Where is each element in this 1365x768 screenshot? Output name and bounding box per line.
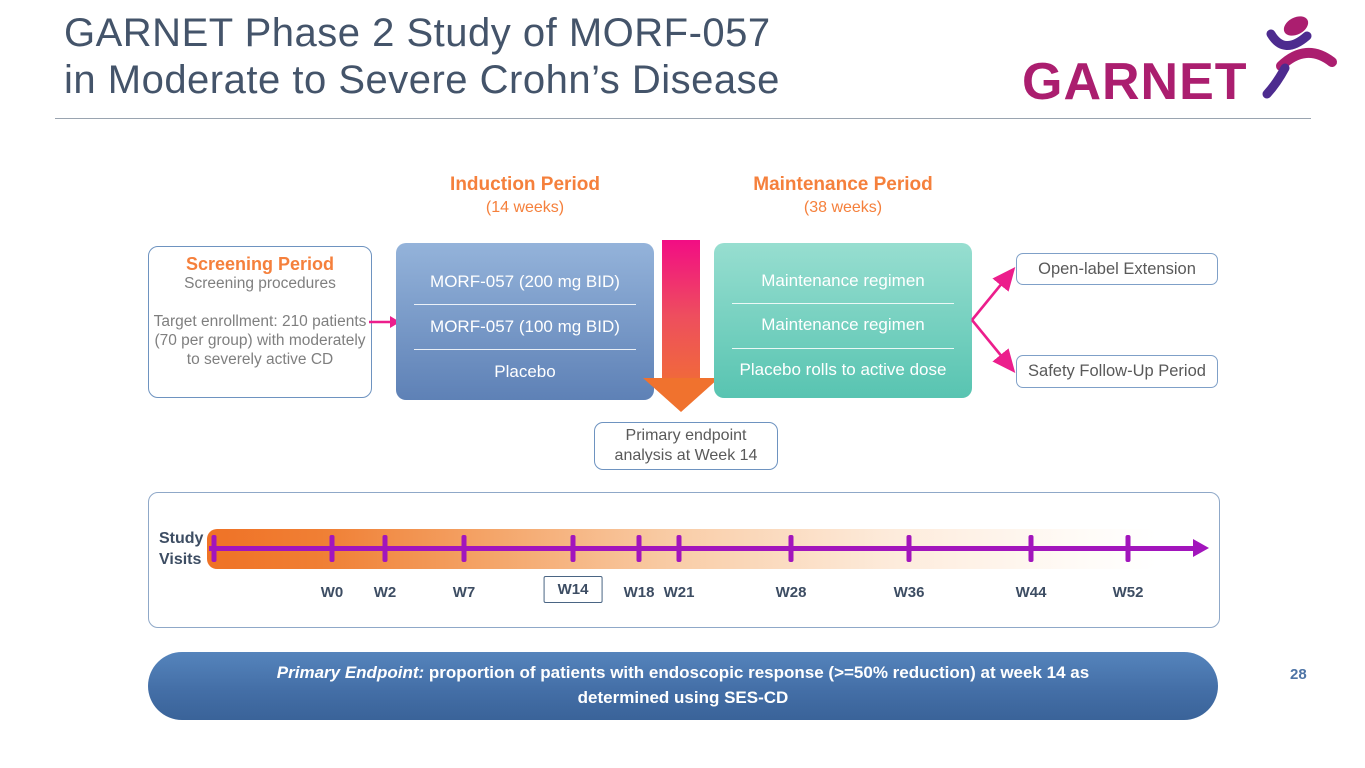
maintenance-arm-label: Maintenance regimen	[761, 271, 925, 291]
timeline-week-label: W14	[543, 576, 603, 603]
study-visits-timeline: Study Visits W0 W2 W7 W14 W18 W21 W28 W36 W44 W52	[148, 492, 1220, 628]
week14-down-arrow-icon	[662, 240, 700, 378]
study-visits-label: Study Visits	[159, 529, 209, 571]
timeline-week-label: W52	[1112, 584, 1144, 601]
timeline-week-label: W36	[893, 584, 925, 601]
timeline-week-label: W0	[320, 584, 344, 601]
maintenance-period-duration: (38 weeks)	[803, 199, 883, 216]
primary-endpoint-rest: proportion of patients with endoscopic r…	[424, 663, 1090, 683]
maintenance-arm-label: Maintenance regimen	[714, 303, 972, 347]
timeline-week-label: W18	[623, 584, 655, 601]
induction-period-header: Induction Period (14 weeks)	[396, 174, 654, 217]
timeline-tick	[461, 535, 467, 562]
induction-arm-label: Placebo	[396, 349, 654, 394]
timeline-plot: W0 W2 W7 W14 W18 W21 W28 W36 W44 W52	[149, 493, 1219, 627]
maintenance-branch-arrows-icon	[970, 266, 1016, 374]
maintenance-period-header: Maintenance Period (38 weeks)	[714, 174, 972, 217]
timeline-tick	[570, 535, 576, 562]
screening-period-box: Screening Period Screening procedures Ta…	[148, 246, 372, 398]
timeline-tick	[676, 535, 682, 562]
timeline-tick	[382, 535, 388, 562]
timeline-tick	[211, 535, 217, 562]
timeline-week-label: W7	[452, 584, 476, 601]
timeline-week-label: W21	[663, 584, 695, 601]
induction-arm-label: MORF-057 (200 mg BID)	[430, 271, 620, 291]
screening-period-title: Screening Period	[185, 254, 335, 274]
induction-period-title: Induction Period	[450, 174, 600, 195]
garnet-logo-text: GARNET	[1022, 53, 1248, 111]
timeline-week-label: W28	[775, 584, 807, 601]
person-swoosh-icon	[1244, 8, 1344, 113]
primary-endpoint-callout: Primary endpoint analysis at Week 14	[594, 422, 778, 470]
header-divider	[55, 118, 1311, 119]
primary-endpoint-line2: determined using SES-CD	[577, 688, 789, 707]
screening-procedures-text: Screening procedures	[184, 275, 336, 292]
page-title-line2: in Moderate to Severe Crohn’s Disease	[64, 58, 780, 102]
induction-period-duration: (14 weeks)	[485, 199, 565, 216]
primary-endpoint-lead: Primary Endpoint:	[276, 663, 425, 683]
primary-endpoint-banner: Primary Endpoint: proportion of patients…	[148, 652, 1218, 720]
target-enrollment-text: Target enrollment: 210 patients (70 per …	[153, 312, 367, 368]
timeline-tick	[1028, 535, 1034, 562]
page-number: 28	[1290, 666, 1307, 683]
page-title-line1: GARNET Phase 2 Study of MORF-057	[64, 11, 771, 55]
study-visits-label-line2: Visits	[159, 550, 202, 568]
timeline-week-label: W2	[373, 584, 397, 601]
study-visits-label-line1: Study	[159, 530, 204, 547]
maintenance-arm-label: Placebo rolls to active dose	[714, 347, 972, 392]
timeline-arrowhead-icon	[1193, 539, 1209, 557]
maintenance-period-title: Maintenance Period	[753, 174, 933, 195]
induction-arms-box: MORF-057 (200 mg BID) MORF-057 (100 mg BI…	[396, 243, 654, 400]
timeline-tick	[906, 535, 912, 562]
timeline-week-label: W44	[1015, 584, 1047, 601]
timeline-axis-line	[209, 546, 1197, 551]
timeline-tick	[788, 535, 794, 562]
page-title: GARNET Phase 2 Study of MORF-057 in Mode…	[64, 10, 780, 104]
open-label-extension-box: Open-label Extension	[1016, 253, 1218, 285]
primary-endpoint-banner-text: Primary Endpoint: proportion of patients…	[277, 661, 1089, 710]
timeline-tick	[1125, 535, 1131, 562]
garnet-logo: GARNET	[1022, 16, 1337, 120]
timeline-tick	[329, 535, 335, 562]
safety-follow-up-box: Safety Follow-Up Period	[1016, 355, 1218, 388]
timeline-tick	[636, 535, 642, 562]
screening-to-induction-arrow-icon	[369, 316, 400, 328]
induction-arm-label: MORF-057 (100 mg BID)	[396, 304, 654, 349]
week14-down-arrowhead-icon	[643, 378, 719, 412]
